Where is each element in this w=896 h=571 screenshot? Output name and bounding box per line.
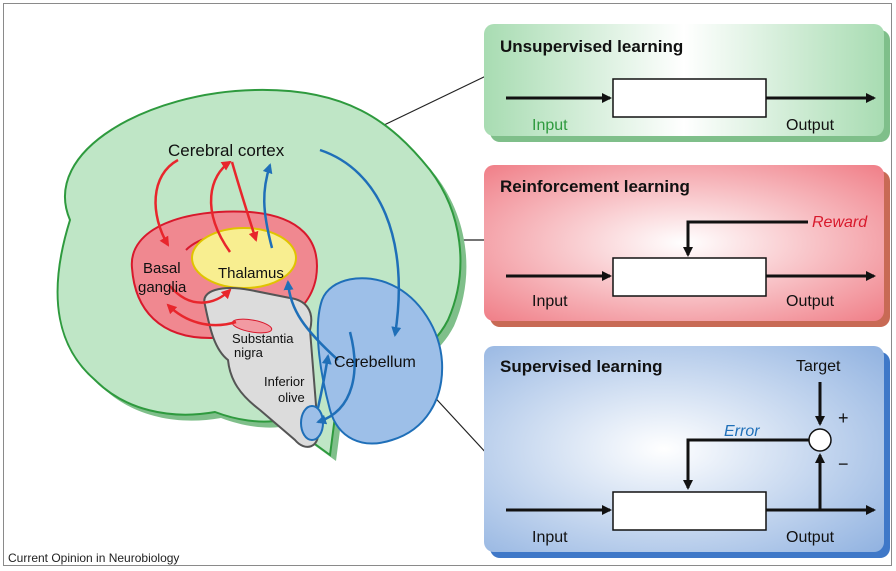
error-arrow [683, 438, 809, 490]
arrow-cortex-to-basal [154, 158, 179, 247]
unsup-output-label: Output [786, 117, 835, 134]
label-olive-line1: Inferior [264, 374, 305, 389]
rl-output-label: Output [786, 293, 835, 310]
panel-unsupervised-title: Unsupervised learning [500, 37, 683, 56]
inferior-olive [300, 405, 324, 441]
arrow-olive-to-cerebellum [316, 354, 332, 409]
rl-box [612, 257, 767, 297]
panel-reinforcement: Reinforcement learning Reward Input Outp… [484, 165, 890, 327]
reward-label: Reward [812, 214, 868, 231]
label-substantia-line2: nigra [234, 345, 264, 360]
sl-output-label: Output [786, 529, 835, 546]
reward-arrow [683, 220, 808, 257]
arrow-thalamus-to-cortex-blue [262, 163, 274, 249]
cerebellum [316, 277, 444, 445]
target-label: Target [796, 358, 841, 375]
label-thalamus: Thalamus [218, 265, 284, 282]
brain-illustration: Cerebral cortex Basal ganglia Thalamus S… [56, 88, 467, 462]
plus-sign: + [838, 408, 849, 428]
panel-reinforcement-title: Reinforcement learning [500, 177, 690, 196]
arrow-basal-to-thalamus [169, 285, 232, 304]
label-substantia-line1: Substantia [232, 331, 294, 346]
figure-frame [3, 3, 892, 566]
unsup-box [612, 78, 767, 118]
label-basal-line2: ganglia [138, 279, 187, 296]
arrow-cortex-to-cerebellum [319, 148, 402, 337]
comparator-node [808, 428, 832, 452]
panel-reinforcement-bg [484, 165, 884, 321]
brainstem [203, 287, 320, 448]
minus-sign: − [838, 454, 849, 474]
arrow-cerebellum-to-olive [316, 331, 356, 425]
arrow-cortex-to-thalamus [230, 161, 259, 242]
sl-input-label: Input [532, 529, 568, 546]
label-cerebellum: Cerebellum [334, 354, 416, 371]
sl-box [612, 491, 767, 531]
panel-supervised-bg [484, 346, 884, 552]
label-cerebral-cortex: Cerebral cortex [168, 141, 285, 160]
panel-supervised-title: Supervised learning [500, 357, 663, 376]
panel-unsupervised: Unsupervised learning Input Output [484, 24, 890, 142]
panel-supervised: Supervised learning Target + − Error Inp… [484, 346, 890, 558]
label-basal-line1: Basal [143, 260, 181, 277]
rl-input-label: Input [532, 293, 568, 310]
unsup-input-label: Input [532, 117, 568, 134]
connector-supervised [427, 389, 489, 456]
error-label: Error [724, 423, 760, 440]
label-olive-line2: olive [278, 390, 305, 405]
connector-unsupervised [381, 74, 489, 127]
arrow-cerebellum-to-thalamus [283, 280, 339, 361]
credit-caption: Current Opinion in Neurobiology [8, 551, 180, 565]
arrow-nigra-to-basal [166, 303, 237, 327]
arrow-thalamus-to-cortex [209, 160, 232, 253]
